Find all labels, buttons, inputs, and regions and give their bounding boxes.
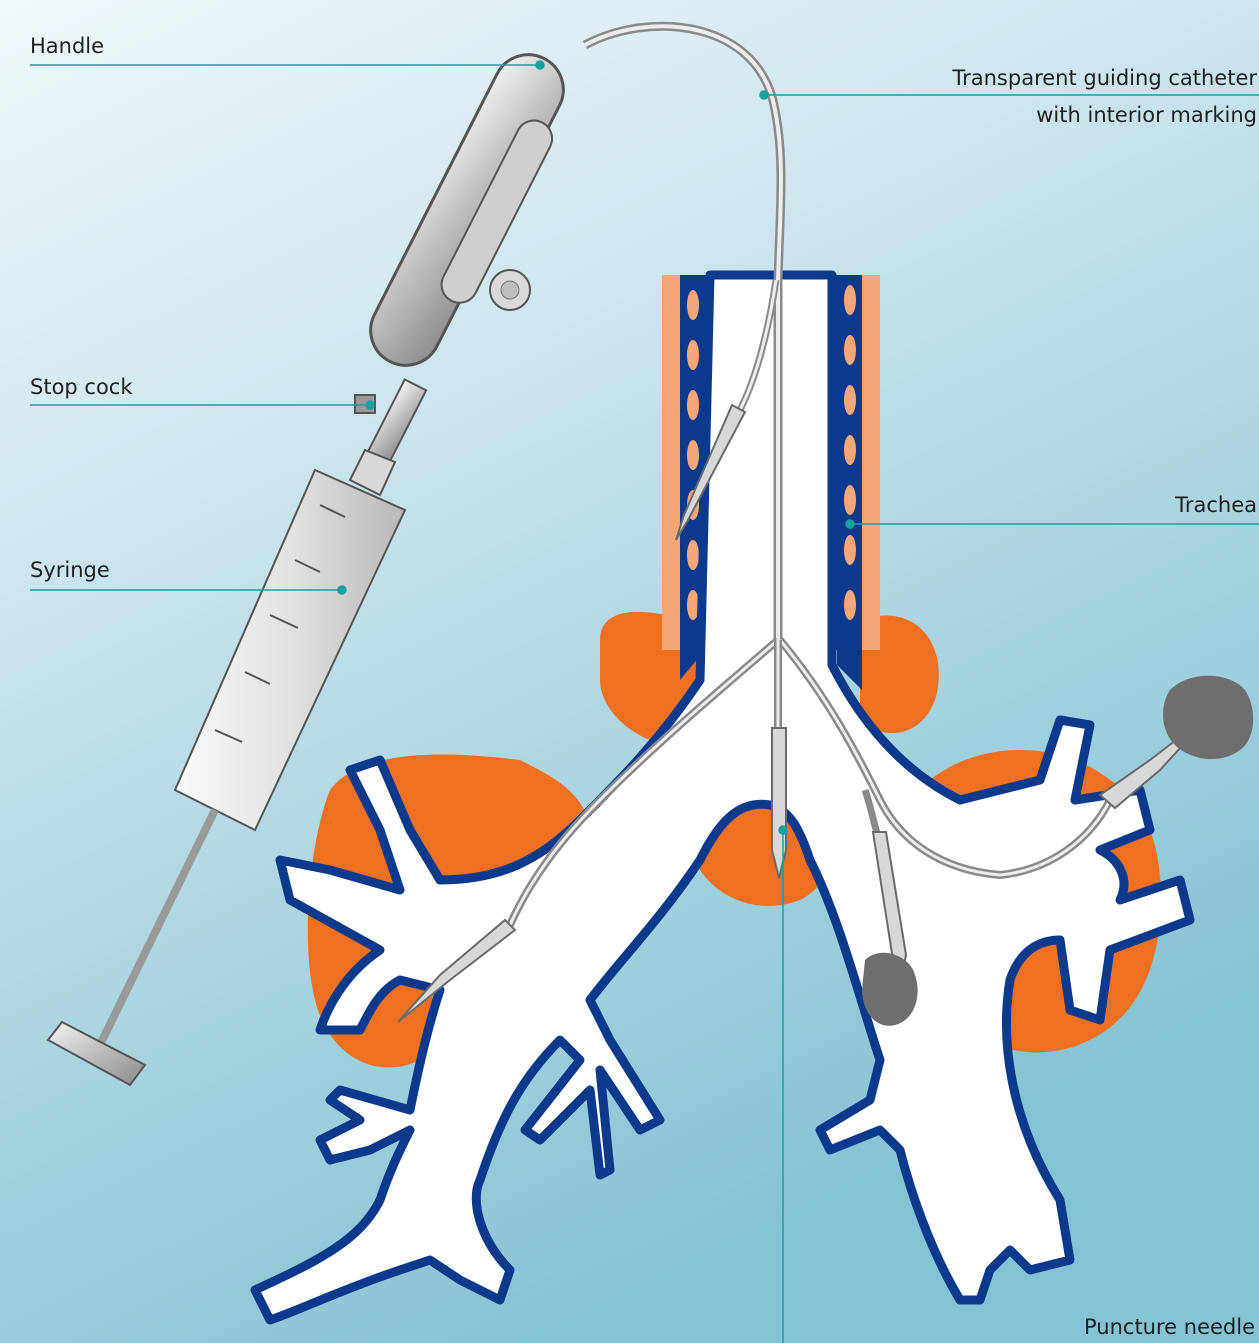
label-stop-cock: Stop cock (30, 375, 133, 399)
label-catheter-line2: with interior marking (1036, 103, 1257, 127)
label-trachea: Trachea (1175, 493, 1257, 517)
label-catheter-line1: Transparent guiding catheter (952, 66, 1257, 90)
label-handle: Handle (30, 34, 104, 58)
label-puncture-needle: Puncture needle (1084, 1315, 1255, 1339)
label-syringe: Syringe (30, 558, 110, 582)
